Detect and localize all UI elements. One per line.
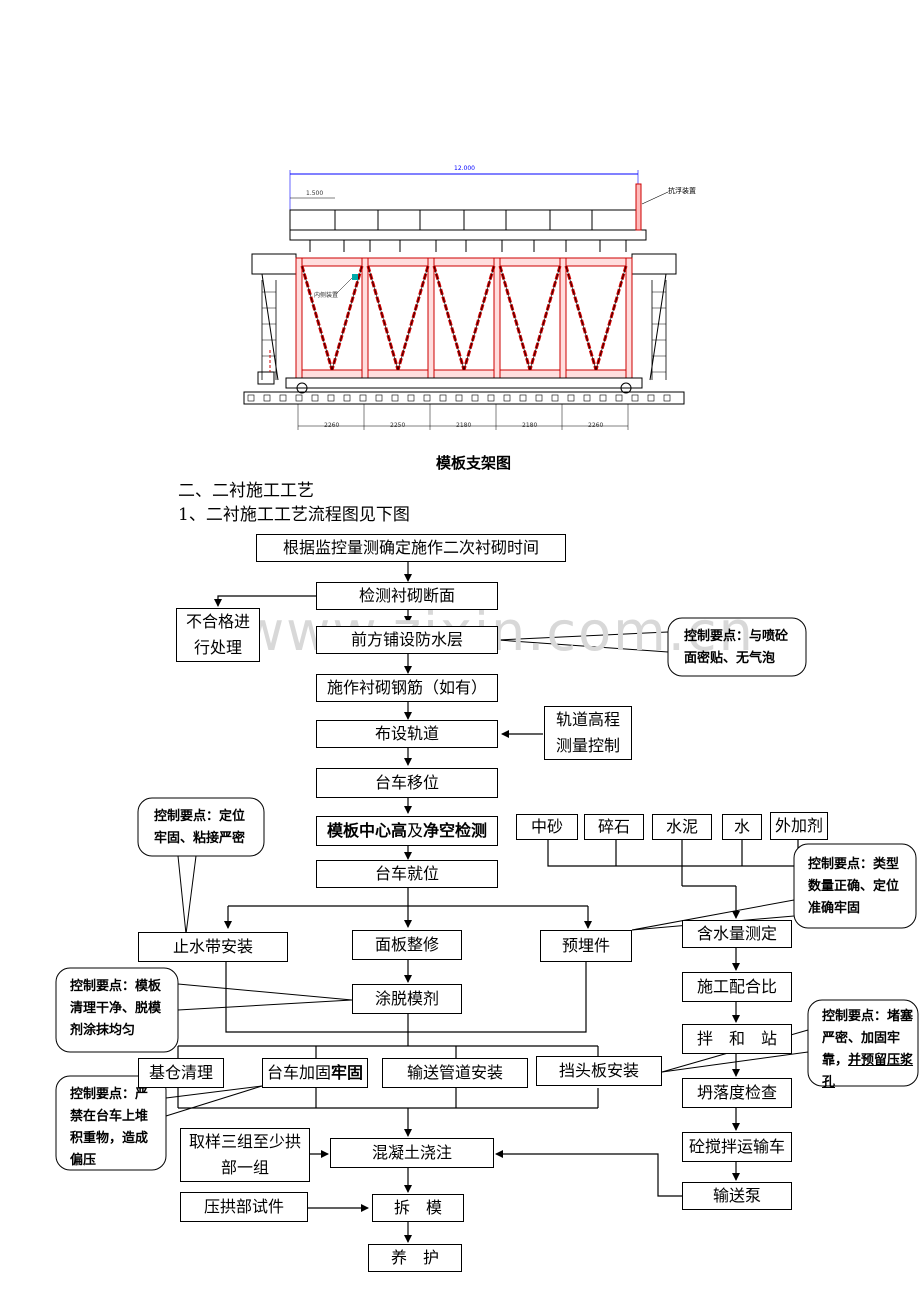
formwork-drawing-svg: [243, 170, 685, 430]
step-panel-repair: 面板整修: [352, 930, 462, 960]
callout-waterstop: [137, 797, 265, 857]
step-demold: 拆 模: [372, 1194, 464, 1222]
specimen-box: 压拱部试件: [180, 1192, 308, 1222]
callout-embedded: [793, 843, 917, 929]
note-end-plate-part1: 控制要点：堵塞严密、加固牢靠，: [822, 1009, 914, 1068]
note-waterstop: 控制要点：定位牢固、粘接严密: [154, 809, 246, 846]
note-reinforce: 控制要点：严禁在台车上堆积重物，造成偏压: [70, 1087, 149, 1168]
mix-plant: 拌 和 站: [682, 1024, 792, 1054]
material-admixture: 外加剂: [770, 812, 828, 840]
step-waterstop: 止水带安装: [138, 932, 288, 962]
drawing-caption: 模板支架图: [436, 454, 512, 472]
step-base-clean: 基仓清理: [138, 1058, 224, 1088]
step-formwork-check-part1: 模板中心高: [326, 821, 407, 840]
step-trolley-position: 台车就位: [316, 860, 498, 888]
step-end-plate: 挡头板安装: [536, 1056, 662, 1086]
step-trolley-reinforce-part2: 牢固: [331, 1063, 364, 1082]
step-monitoring-time: 根据监控量测确定施作二次衬砌时间: [256, 534, 566, 562]
mix-truck: 砼搅拌运输车: [682, 1132, 792, 1162]
dim-left: 1.500: [306, 190, 324, 197]
mix-moisture-test: 含水量测定: [682, 920, 792, 948]
step-waterproof: 前方铺设防水层: [316, 626, 498, 654]
mix-pump: 输送泵: [682, 1182, 792, 1210]
dim-span-2: 2250: [390, 422, 406, 429]
step-trolley-reinforce-part1: 台车加固: [266, 1063, 331, 1082]
material-water: 水: [722, 814, 762, 840]
section-heading: 二、二衬施工工艺: [178, 481, 314, 501]
step-rebar: 施作衬砌钢筋（如有）: [316, 674, 498, 702]
callout-reinforce: [55, 1075, 167, 1171]
step-formwork-check-part3: 净空检测: [423, 821, 488, 840]
step-embedded: 预埋件: [540, 930, 632, 962]
step-trolley-move: 台车移位: [316, 768, 498, 798]
track-elevation-control: 轨道高程测量控制: [544, 706, 632, 760]
subsection-heading: 1、二衬施工工艺流程图见下图: [178, 505, 410, 525]
step-check-section: 检测衬砌断面: [316, 582, 498, 610]
reject-handling: 不合格进行处理: [176, 608, 260, 662]
callout-waterproof: [667, 617, 807, 677]
dim-span-1: 2260: [324, 422, 340, 429]
material-gravel: 碎石: [584, 814, 644, 840]
step-formwork-check: 模板中心高及净空检测: [316, 816, 498, 846]
dim-span-4: 2180: [522, 422, 538, 429]
step-concrete-pour: 混凝土浇注: [330, 1138, 494, 1168]
material-cement: 水泥: [652, 814, 712, 840]
note-end-plate-part2: 并预留压浆孔: [822, 1053, 914, 1090]
callout-end-plate: [807, 999, 919, 1087]
mix-ratio: 施工配合比: [682, 972, 792, 1002]
sampling-box: 取样三组至少拱部一组: [180, 1128, 310, 1182]
dim-span-5: 2260: [588, 422, 604, 429]
note-release-agent: 控制要点：模板清理干净、脱模剂涂抹均匀: [70, 979, 162, 1038]
note-end-plate: 控制要点：堵塞严密、加固牢靠，并预留压浆孔: [822, 1006, 914, 1094]
inner-device-label: 内侧装置: [314, 292, 339, 299]
dim-span-3: 2180: [456, 422, 472, 429]
dim-total: 12.000: [454, 165, 475, 172]
formwork-drawing: 12.000 1.500 抗浮装置 内侧装置 2260 2250 2180 21…: [240, 160, 700, 440]
step-track: 布设轨道: [316, 720, 498, 748]
step-curing: 养 护: [368, 1244, 462, 1272]
antifloat-label: 抗浮装置: [668, 187, 696, 195]
note-waterproof: 控制要点：与喷砼面密贴、无气泡: [684, 629, 789, 666]
step-release-agent: 涂脱模剂: [352, 984, 462, 1014]
step-pipe-install: 输送管道安装: [382, 1058, 528, 1088]
mix-slump-check: 坍落度检查: [682, 1078, 792, 1108]
step-formwork-check-part2: 及: [406, 821, 423, 840]
material-sand: 中砂: [516, 814, 578, 840]
note-embedded: 控制要点：类型数量正确、定位准确牢固: [808, 857, 900, 916]
step-trolley-reinforce: 台车加固牢固: [262, 1058, 368, 1088]
